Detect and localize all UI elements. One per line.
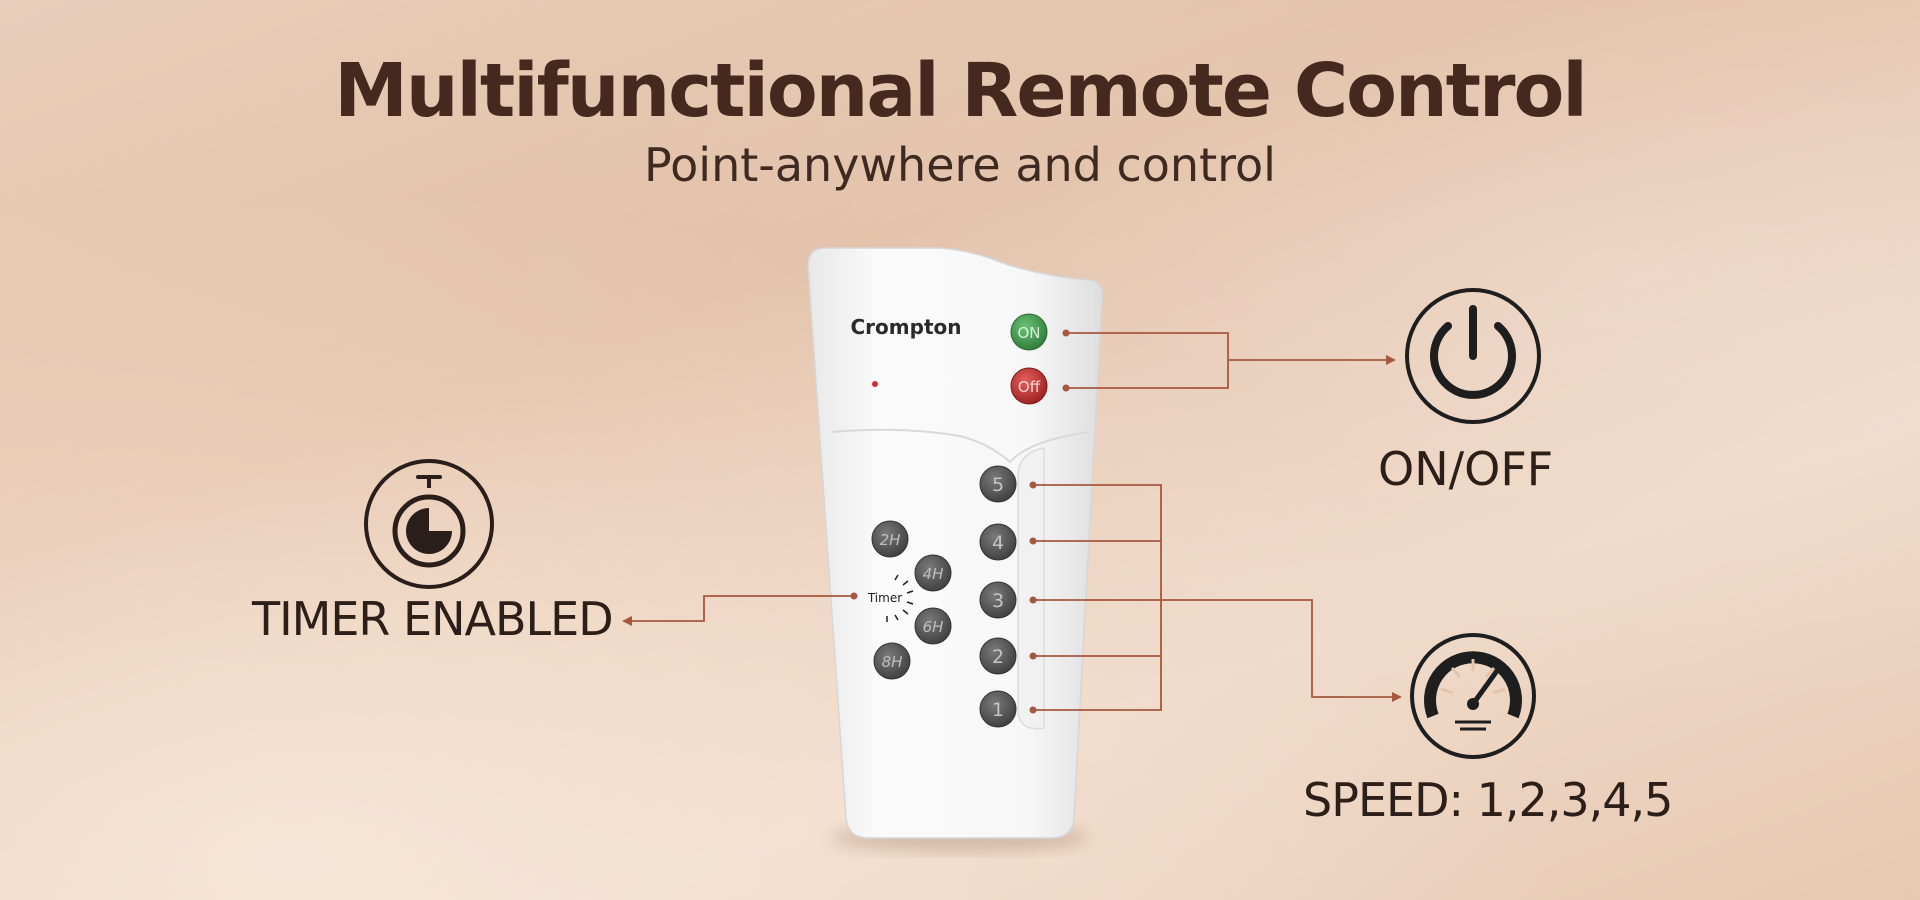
indicator-led: [872, 381, 878, 387]
timer-button-label: 4H: [923, 565, 944, 583]
remote-panel-seam: [831, 428, 1091, 464]
timer-caption: Timer: [867, 591, 902, 605]
on-button-label: ON: [1017, 324, 1040, 342]
off-button[interactable]: Off: [1010, 367, 1048, 405]
speed-button-4[interactable]: 4: [979, 523, 1017, 561]
speed-button-rail: [1017, 447, 1045, 730]
speed-label: SPEED: 1,2,3,4,5: [1303, 773, 1673, 827]
speed-button-5[interactable]: 5: [979, 465, 1017, 503]
timer-enabled-label: TIMER ENABLED: [252, 592, 614, 646]
timer-button-label: 2H: [880, 531, 901, 549]
power-icon: [1405, 288, 1541, 424]
timer-button-8h[interactable]: 8H: [873, 642, 911, 680]
timer-button-label: 8H: [882, 653, 903, 671]
timer-button-4h[interactable]: 4H: [914, 554, 952, 592]
off-button-label: Off: [1018, 378, 1041, 396]
speed-button-3[interactable]: 3: [979, 581, 1017, 619]
speed-button-1[interactable]: 1: [979, 690, 1017, 728]
timer-button-2h[interactable]: 2H: [871, 520, 909, 558]
speed-button-2[interactable]: 2: [979, 637, 1017, 675]
on-button[interactable]: ON: [1010, 313, 1048, 351]
timer-button-label: 6H: [923, 618, 944, 636]
speed-button-label: 3: [992, 590, 1004, 612]
page-title: Multifunctional Remote Control: [334, 48, 1588, 134]
speedometer-icon: [1410, 633, 1536, 759]
page-subtitle: Point-anywhere and control: [644, 138, 1276, 192]
timer-rays-icon: [886, 574, 914, 622]
timer-connector-lines: [622, 592, 858, 626]
speed-button-label: 4: [992, 532, 1004, 554]
timer-button-6h[interactable]: 6H: [914, 607, 952, 645]
arrow-head-icon: [1392, 692, 1402, 702]
on-off-label: ON/OFF: [1378, 442, 1554, 496]
speed-button-label: 1: [992, 699, 1004, 721]
stopwatch-icon: [364, 459, 494, 589]
arrow-head-icon: [1386, 355, 1396, 365]
power-connector-lines: [1062, 329, 1396, 392]
brand-logo: Crompton: [851, 315, 962, 339]
speed-button-label: 2: [992, 646, 1004, 668]
speed-button-label: 5: [992, 474, 1004, 496]
speed-connector-lines: [1029, 481, 1402, 714]
arrow-head-icon: [622, 616, 632, 626]
